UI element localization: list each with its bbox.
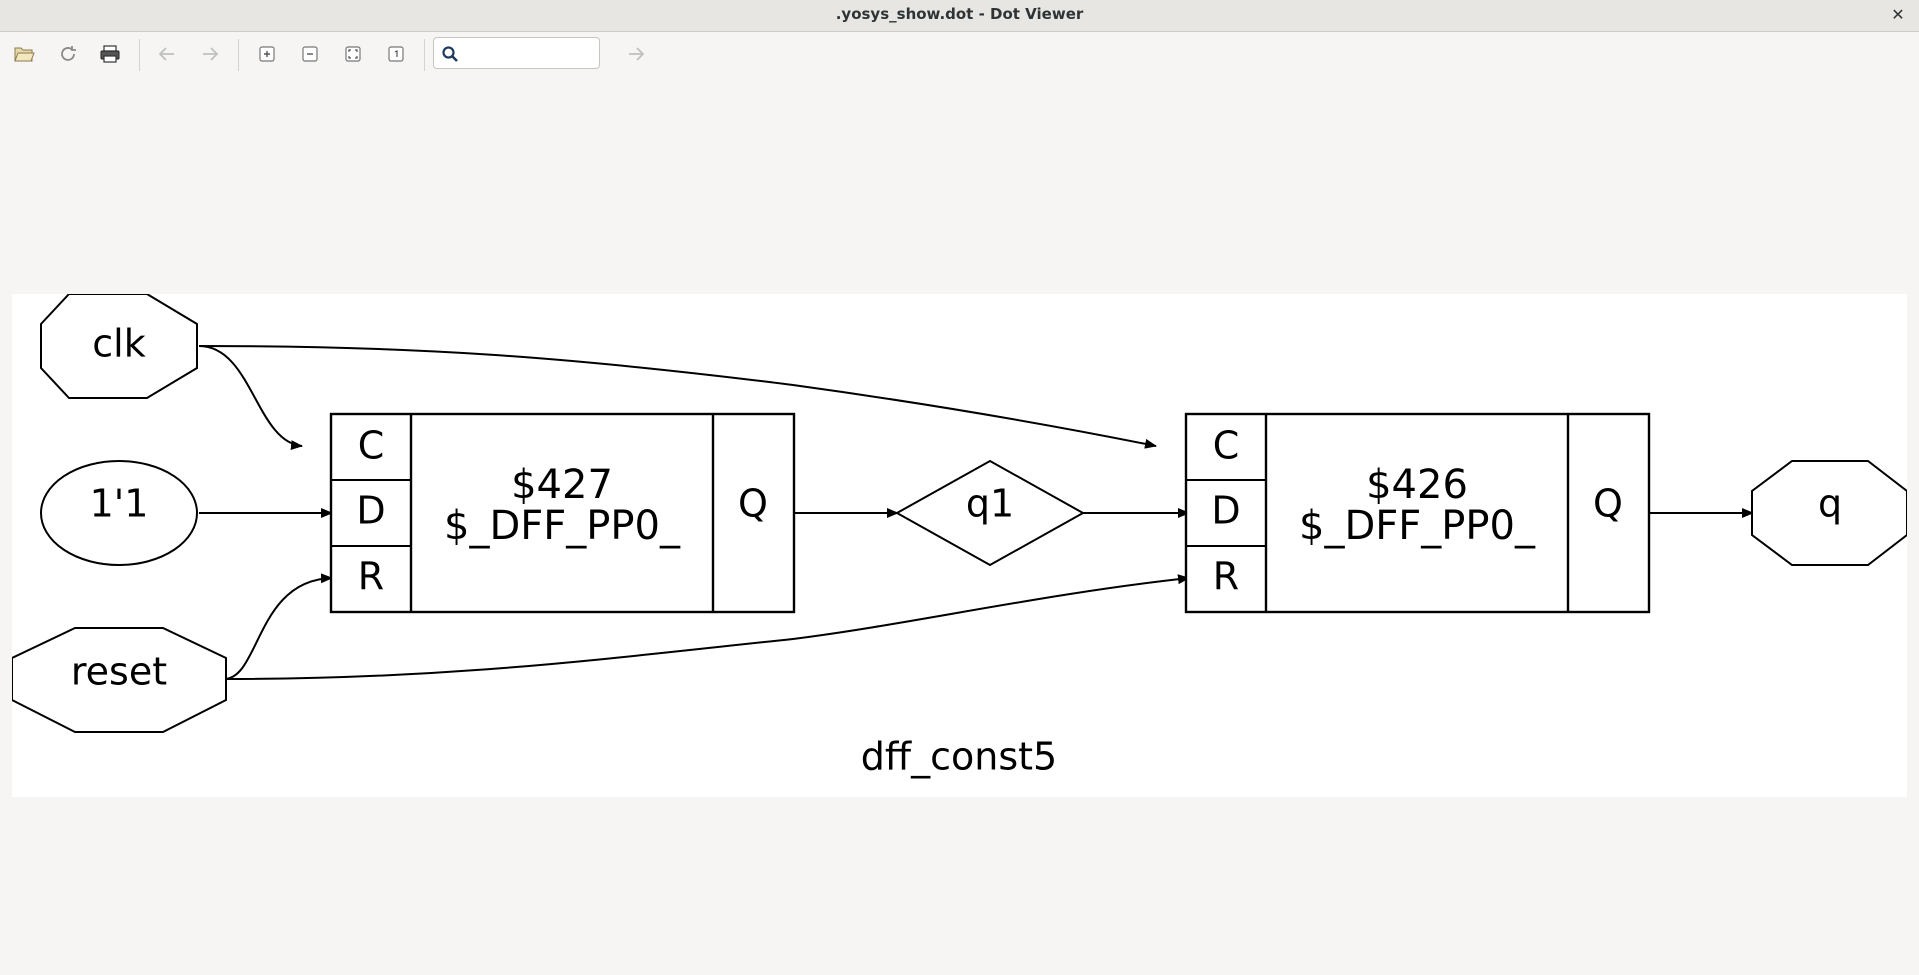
zoom-in-icon xyxy=(259,46,275,62)
edge-clk-426C xyxy=(198,345,1157,449)
port-label: D xyxy=(356,489,385,533)
node-label: q xyxy=(1818,482,1842,526)
port-label: Q xyxy=(1593,482,1623,526)
zoom-out-button[interactable] xyxy=(298,42,322,66)
refresh-icon xyxy=(61,46,76,61)
toolbar-separator xyxy=(238,39,239,71)
edge-reset-426R xyxy=(223,574,1190,680)
print-button[interactable] xyxy=(98,42,122,66)
zoom-100-button[interactable] xyxy=(384,42,408,66)
cell-id: $427 xyxy=(511,462,613,508)
zoom-out-icon xyxy=(302,46,318,62)
port-label: C xyxy=(1213,424,1240,468)
node-const[interactable]: 1'1 xyxy=(40,460,198,566)
title-bar: .yosys_show.dot - Dot Viewer ✕ xyxy=(0,0,1919,32)
search-box[interactable] xyxy=(433,37,600,69)
toolbar-separator xyxy=(424,39,425,71)
port-label: Q xyxy=(738,482,768,526)
close-button[interactable]: ✕ xyxy=(1891,5,1905,24)
port-label: R xyxy=(1213,555,1239,599)
cell-427[interactable]: C D R $427 $_DFF_PP0_ Q xyxy=(329,412,796,614)
zoom-in-button[interactable] xyxy=(255,42,279,66)
node-clk[interactable]: clk xyxy=(40,293,198,399)
printer-icon xyxy=(100,45,120,63)
graph-label: dff_const5 xyxy=(861,735,1057,779)
node-label: 1'1 xyxy=(90,482,149,526)
back-button[interactable] xyxy=(155,42,179,66)
node-q[interactable]: q xyxy=(1751,460,1908,566)
node-label: clk xyxy=(92,322,145,366)
arrow-right-icon xyxy=(203,47,219,61)
open-file-button[interactable] xyxy=(12,42,36,66)
node-q1[interactable]: q1 xyxy=(894,459,1086,567)
reload-button[interactable] xyxy=(56,42,80,66)
graph-svg: clk 1'1 reset C D R $427 $_DFF_PP0_ Q xyxy=(11,293,1908,779)
cell-id: $426 xyxy=(1366,462,1468,508)
find-next-button[interactable] xyxy=(624,42,648,66)
node-label: reset xyxy=(71,650,167,694)
toolbar-separator xyxy=(139,39,140,71)
node-label: q1 xyxy=(966,482,1014,526)
cell-type: $_DFF_PP0_ xyxy=(1299,503,1536,549)
forward-button[interactable] xyxy=(198,42,222,66)
node-reset[interactable]: reset xyxy=(11,627,227,733)
zoom-fit-icon xyxy=(345,46,361,62)
arrow-right-icon xyxy=(629,47,645,61)
port-label: R xyxy=(358,555,384,599)
edge-clk-427C xyxy=(198,345,303,451)
cell-type: $_DFF_PP0_ xyxy=(444,503,681,549)
search-input[interactable] xyxy=(462,41,596,67)
zoom-original-icon xyxy=(388,46,404,62)
search-icon xyxy=(442,46,458,62)
port-label: C xyxy=(358,424,385,468)
toolbar xyxy=(0,33,1919,75)
folder-open-icon xyxy=(14,47,35,62)
edge-reset-427R xyxy=(223,573,333,680)
arrow-left-icon xyxy=(158,47,174,61)
window-title: .yosys_show.dot - Dot Viewer xyxy=(835,5,1084,23)
graph-canvas[interactable]: clk 1'1 reset C D R $427 $_DFF_PP0_ Q xyxy=(11,293,1908,797)
port-label: D xyxy=(1211,489,1240,533)
cell-426[interactable]: C D R $426 $_DFF_PP0_ Q xyxy=(1184,412,1651,614)
zoom-fit-button[interactable] xyxy=(341,42,365,66)
